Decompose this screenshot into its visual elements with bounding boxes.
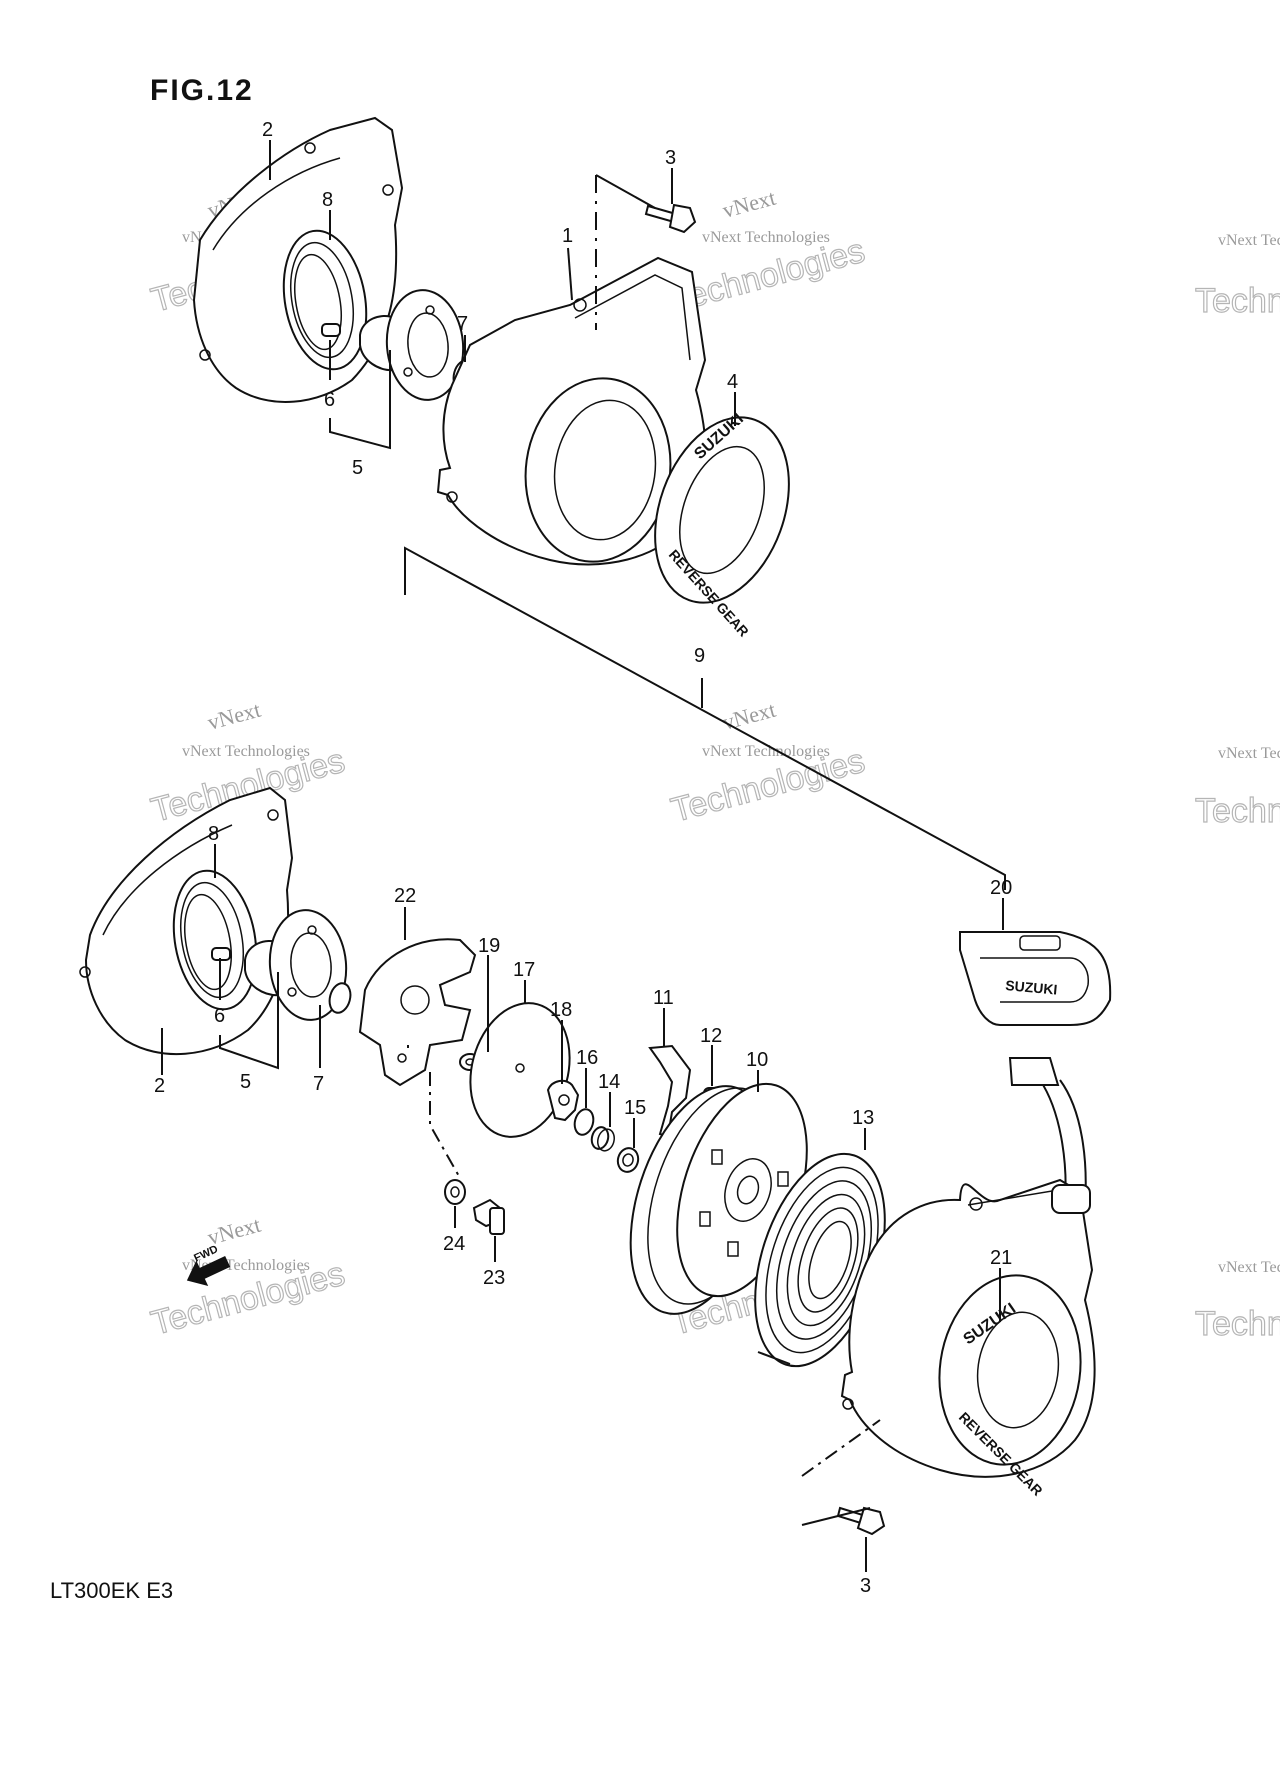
watermark-bottom-left: vNext vNext Technologies Technologies <box>147 1212 350 1344</box>
callout-16: 16 <box>576 1047 598 1069</box>
callout-9: 9 <box>694 645 705 667</box>
svg-text:vNext Technologies: vNext Technologies <box>1218 1259 1280 1276</box>
part-starter-housing: SUZUKI REVERSE GEAR <box>840 1178 1096 1499</box>
handle-brand: SUZUKI <box>1005 977 1058 997</box>
svg-text:vNext Technologies: vNext Technologies <box>182 743 310 760</box>
svg-text:vNext Technologies: vNext Technologies <box>702 743 830 760</box>
svg-text:Technologies: Technologies <box>1195 1305 1280 1343</box>
part-ratchet <box>546 1079 580 1122</box>
part-o-ring-bottom <box>328 982 352 1014</box>
callout-5-top: 5 <box>352 457 363 479</box>
callout-15: 15 <box>624 1097 646 1119</box>
svg-text:vNext Technologies: vNext Technologies <box>702 229 830 246</box>
svg-text:vNext: vNext <box>720 185 778 223</box>
callout-3-top: 3 <box>665 147 676 169</box>
watermark-top-right: vNext Technologies Technologies <box>1194 232 1280 321</box>
part-bolt-bottom <box>836 1506 886 1536</box>
leader-lines-top <box>269 140 736 450</box>
callout-2-bottom: 2 <box>154 1075 165 1097</box>
watermark-bottom-right: vNext Technologies Technologies <box>1194 1259 1280 1344</box>
callout-17: 17 <box>513 959 535 981</box>
svg-text:vNext Technologies: vNext Technologies <box>1218 745 1280 762</box>
part-washer-24 <box>444 1179 466 1205</box>
callout-7-top: 7 <box>457 313 468 335</box>
callout-2-top: 2 <box>262 119 273 141</box>
callouts-bottom: 8 6 5 7 2 22 19 17 18 16 14 15 11 12 10 … <box>154 823 1012 1597</box>
part-pin-top <box>321 323 341 337</box>
callout-10: 10 <box>746 1049 768 1071</box>
callout-11: 11 <box>653 987 674 1009</box>
figure-title: FIG.12 <box>150 74 254 107</box>
svg-text:vNext Technologies: vNext Technologies <box>1218 232 1280 249</box>
assembly-bracket: 9 <box>404 546 1006 890</box>
callout-3-bottom: 3 <box>860 1575 871 1597</box>
callout-6-top: 6 <box>324 389 335 411</box>
callout-14: 14 <box>598 1071 620 1093</box>
watermark-mid-right: vNext Technologies Technologies <box>1194 745 1280 831</box>
model-code: LT300EK E3 <box>50 1578 173 1603</box>
callout-6-bottom: 6 <box>214 1005 225 1027</box>
callout-19: 19 <box>478 935 500 957</box>
part-spring-14 <box>590 1126 615 1152</box>
callout-4-top: 4 <box>727 371 738 393</box>
callout-23: 23 <box>483 1267 505 1289</box>
leader-lines-bottom <box>161 844 1004 1572</box>
part-oil-seal-top <box>282 229 368 371</box>
part-oil-seal-bottom <box>172 869 258 1011</box>
callout-7-bottom: 7 <box>313 1073 324 1095</box>
callout-20: 20 <box>990 877 1012 899</box>
part-bolt-23 <box>472 1198 505 1235</box>
callout-13: 13 <box>852 1107 874 1129</box>
callout-1-top: 1 <box>562 225 573 247</box>
part-hub-top <box>359 289 465 401</box>
callout-24: 24 <box>443 1233 465 1255</box>
callout-18: 18 <box>550 999 572 1021</box>
part-ratchet-guide <box>358 938 477 1087</box>
callout-8-top: 8 <box>322 189 333 211</box>
svg-text:Technologies: Technologies <box>1195 792 1280 830</box>
callout-22: 22 <box>394 885 416 907</box>
watermark-top-center: vNext vNext Technologies Technologies <box>667 185 870 321</box>
callouts-top: 2 8 6 5 7 1 3 4 <box>262 119 738 479</box>
part-starter-cover-top <box>436 256 707 566</box>
part-hub-bottom <box>244 909 348 1021</box>
svg-text:Technologies: Technologies <box>1195 282 1280 320</box>
callout-21: 21 <box>990 1247 1012 1269</box>
part-starter-handle: SUZUKI <box>959 931 1112 1214</box>
part-bolt-top <box>644 203 697 234</box>
part-collar-15 <box>616 1147 640 1173</box>
callout-8-bottom: 8 <box>208 823 219 845</box>
svg-text:vNext: vNext <box>205 697 263 735</box>
part-spring-16 <box>573 1108 595 1136</box>
svg-text:vNext: vNext <box>720 697 778 735</box>
watermark-mid-center: vNext vNext Technologies Technologies <box>667 697 870 831</box>
callout-5-bottom: 5 <box>240 1071 251 1093</box>
callout-12: 12 <box>700 1025 722 1047</box>
